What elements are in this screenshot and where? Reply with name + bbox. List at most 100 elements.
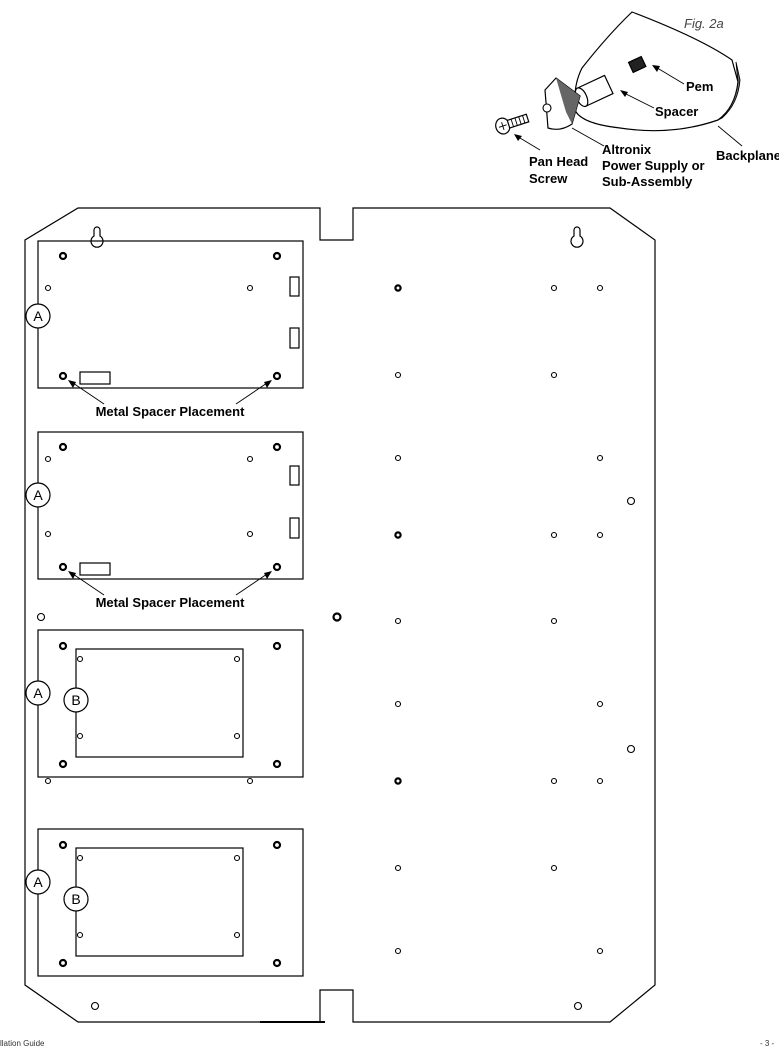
callout-b-text: B: [71, 692, 80, 708]
altronix-bracket-hole: [542, 103, 552, 113]
board-1-spacer-hole: [58, 371, 68, 381]
callouts: A A A B A B: [25, 303, 89, 912]
board-1-terminal-block: [79, 371, 111, 385]
spacer-placement-2: Metal Spacer Placement: [68, 571, 272, 610]
spacer-arrow-right: [235, 571, 271, 596]
mounting-hole: [550, 777, 558, 785]
backplane-leader: [717, 125, 743, 147]
board-1-hole: [44, 284, 52, 292]
board-1-hole: [246, 284, 254, 292]
spacer-arrow-left: [69, 571, 105, 596]
altronix-label-line3: Sub-Assembly: [602, 174, 693, 189]
board-2-hole: [44, 455, 52, 463]
board-2-spacer-hole: [58, 562, 68, 572]
pem-arrow: [652, 65, 660, 72]
board-3-hole: [44, 777, 52, 785]
altronix-leader: [571, 127, 605, 147]
board-1-spacer-hole: [272, 371, 282, 381]
pem-label: Pem: [686, 79, 713, 94]
board-2-mount-hole: [272, 442, 282, 452]
board-4-mount-hole: [272, 840, 282, 850]
board-1-outline: [37, 240, 304, 389]
board-3-sub-assembly: [75, 648, 244, 758]
pem-leader: [653, 65, 685, 85]
mounting-hole: [394, 777, 402, 785]
sub-assembly-hole: [76, 655, 84, 663]
mounting-hole: [550, 531, 558, 539]
mounting-hole: [36, 612, 46, 622]
callout-a-text: A: [33, 874, 43, 890]
spacer-label: Spacer: [655, 104, 698, 119]
board-4-sub-assembly: [75, 847, 244, 957]
backplane-label: Backplane: [716, 148, 779, 163]
pan-head-label-line2: Screw: [529, 171, 568, 186]
mounting-hole: [596, 284, 604, 292]
sub-assembly-hole: [233, 854, 241, 862]
spacer-placement-1: Metal Spacer Placement: [68, 380, 272, 419]
power-supply-board-2: [37, 431, 304, 580]
spacer-arrow-left: [69, 380, 105, 405]
board-3-hole: [246, 777, 254, 785]
mounting-hole: [550, 284, 558, 292]
board-2-connector: [289, 465, 300, 486]
altronix-label-line2: Power Supply or: [602, 158, 705, 173]
board-3-mount-hole: [58, 759, 68, 769]
arrowhead: [68, 571, 76, 579]
mounting-hole: [394, 284, 402, 292]
mounting-hole: [394, 531, 402, 539]
board-3-mount-hole: [58, 641, 68, 651]
mounting-hole: [394, 617, 402, 625]
sub-assembly-hole: [233, 655, 241, 663]
callout-a-text: A: [33, 487, 43, 503]
board-4-mount-hole: [58, 958, 68, 968]
power-supply-board-1: [37, 240, 304, 389]
spacer-placement-label: Metal Spacer Placement: [96, 404, 246, 419]
board-2-hole: [246, 455, 254, 463]
mounting-hole: [596, 777, 604, 785]
keyhole-right: [570, 226, 584, 248]
board-3-mount-hole: [272, 641, 282, 651]
mounting-hole: [596, 531, 604, 539]
board-4-mount-hole: [272, 958, 282, 968]
fig-2a-exploded-view: Fig. 2a Pem Spacer Altronix Power Supply…: [495, 11, 779, 189]
mounting-hole: [596, 700, 604, 708]
callout-b: B: [63, 687, 89, 713]
callout-a: A: [25, 680, 51, 706]
board-2-hole: [44, 530, 52, 538]
mounting-hole: [550, 864, 558, 872]
board-1-connector: [289, 276, 300, 297]
spacer-arrow: [620, 90, 628, 97]
callout-b-text: B: [71, 891, 80, 907]
pem-part: [627, 55, 647, 74]
callout-a: A: [25, 303, 51, 329]
mounting-hole: [573, 1001, 583, 1011]
board-2-terminal-block: [79, 562, 111, 576]
mounting-hole: [550, 617, 558, 625]
mounting-hole: [394, 864, 402, 872]
sub-assembly-hole: [76, 931, 84, 939]
mounting-hole: [550, 371, 558, 379]
keyhole-left: [90, 226, 104, 248]
mounting-hole: [394, 454, 402, 462]
callout-a: A: [25, 869, 51, 895]
mounting-hole: [90, 1001, 100, 1011]
board-1-mount-hole: [272, 251, 282, 261]
altronix-bracket-shade: [556, 78, 580, 124]
backplane-outline: [24, 207, 656, 1023]
sub-assembly-hole: [233, 931, 241, 939]
board-4-mount-hole: [58, 840, 68, 850]
sub-assembly-hole: [76, 854, 84, 862]
callout-a: A: [25, 482, 51, 508]
board-2-mount-hole: [58, 442, 68, 452]
spacer-arrow-right: [235, 380, 271, 405]
mounting-hole: [394, 947, 402, 955]
pan-head-screw: [495, 113, 530, 135]
spacer-part: [574, 74, 614, 108]
mounting-hole: [394, 371, 402, 379]
mounting-hole: [626, 496, 636, 506]
sub-assembly-hole: [233, 732, 241, 740]
board-4-outline: [37, 828, 304, 977]
pan-head-arrow: [514, 134, 522, 141]
footer-left: llation Guide: [0, 1039, 45, 1048]
board-3-mount-hole: [272, 759, 282, 769]
